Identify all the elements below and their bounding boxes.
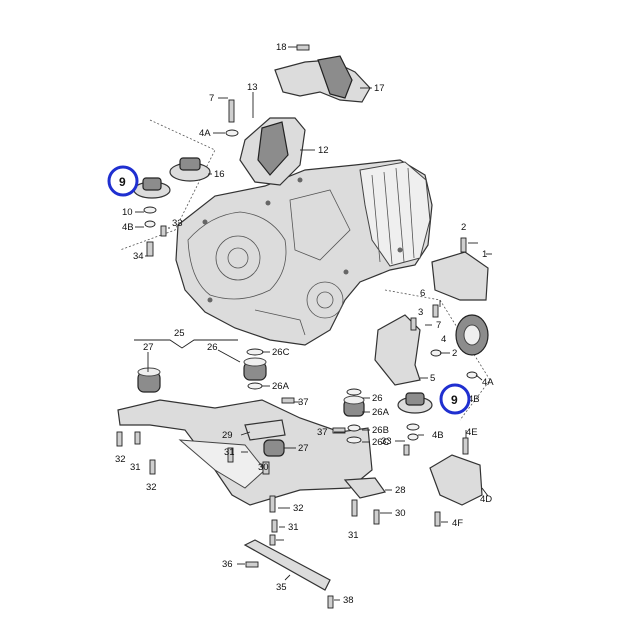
callout-4b-right: 4B bbox=[468, 394, 480, 405]
callout-29: 29 bbox=[222, 430, 233, 441]
callout-6: 6 bbox=[420, 288, 425, 299]
transmission-housing bbox=[175, 159, 433, 346]
bushing-26 bbox=[243, 357, 267, 381]
callout-36: 36 bbox=[222, 559, 233, 570]
callout-32-b: 32 bbox=[146, 482, 157, 493]
callout-26-mid: 26 bbox=[372, 393, 383, 404]
callout-31-d: 31 bbox=[348, 530, 359, 541]
callout-26b: 26B bbox=[372, 425, 389, 436]
bracket-28 bbox=[343, 477, 387, 499]
highlight-label-right: 9 bbox=[451, 393, 458, 407]
highlight-circle-right: 9 bbox=[439, 383, 471, 415]
callout-37-mid: 37 bbox=[317, 427, 328, 438]
callout-17: 17 bbox=[374, 83, 385, 94]
callout-18: 18 bbox=[276, 42, 287, 53]
highlight-circle-left: 9 bbox=[107, 165, 139, 197]
callout-37: 37 bbox=[298, 397, 309, 408]
strut-35 bbox=[243, 539, 331, 591]
callout-32-a: 32 bbox=[115, 454, 126, 465]
callout-3: 3 bbox=[418, 307, 423, 318]
callout-2-right: 2 bbox=[452, 348, 457, 359]
bracket-1 bbox=[431, 251, 489, 301]
callout-16: 16 bbox=[214, 169, 225, 180]
callout-10: 10 bbox=[122, 207, 133, 218]
bracket-12 bbox=[239, 117, 306, 186]
mount-9-right bbox=[397, 392, 433, 414]
callout-13: 13 bbox=[247, 82, 258, 93]
callout-7-right: 7 bbox=[436, 320, 441, 331]
callout-38: 38 bbox=[343, 595, 354, 606]
leader-lines bbox=[134, 46, 492, 601]
callout-34: 34 bbox=[133, 251, 144, 262]
callout-4b: 4B bbox=[122, 222, 134, 233]
callout-33: 33 bbox=[172, 218, 183, 229]
bracket-3 bbox=[374, 314, 421, 386]
callout-28: 28 bbox=[395, 485, 406, 496]
callout-4a: 4A bbox=[199, 128, 211, 139]
callout-1: 1 bbox=[482, 249, 487, 260]
callout-4b-lower: 4B bbox=[432, 430, 444, 441]
mount-16 bbox=[169, 157, 211, 182]
callout-35: 35 bbox=[276, 582, 287, 593]
callout-2: 2 bbox=[461, 222, 466, 233]
callout-31-a: 31 bbox=[130, 462, 141, 473]
callout-5: 5 bbox=[430, 373, 435, 384]
mount-9-left bbox=[133, 177, 171, 199]
callout-32-c: 32 bbox=[293, 503, 304, 514]
bracket-4d bbox=[429, 454, 483, 506]
callout-25: 25 bbox=[174, 328, 185, 339]
callout-4f: 4F bbox=[452, 518, 463, 529]
callout-26c: 26C bbox=[272, 347, 290, 358]
mount-4 bbox=[455, 314, 489, 356]
callout-31-c: 31 bbox=[288, 522, 299, 533]
bushing-27 bbox=[137, 367, 161, 393]
callout-33-lower: 33 bbox=[381, 436, 392, 447]
bushing-26-mid bbox=[343, 395, 365, 417]
callout-27-mid: 27 bbox=[298, 443, 309, 454]
callout-4d: 4D bbox=[480, 494, 492, 505]
callout-4e: 4E bbox=[466, 427, 478, 438]
callout-4a-right: 4A bbox=[482, 377, 494, 388]
callout-7: 7 bbox=[209, 93, 214, 104]
callout-30-c: 30 bbox=[395, 508, 406, 519]
heat-shield-17 bbox=[274, 55, 371, 103]
callout-26a-mid: 26A bbox=[372, 407, 390, 418]
callout-26c-mid: 26C bbox=[372, 437, 390, 448]
callout-12: 12 bbox=[318, 145, 329, 156]
callout-4: 4 bbox=[441, 334, 446, 345]
callout-27: 27 bbox=[143, 342, 154, 353]
highlight-label-left: 9 bbox=[119, 175, 126, 189]
callout-30: 30 bbox=[258, 462, 269, 473]
callout-26a: 26A bbox=[272, 381, 290, 392]
callout-26: 26 bbox=[207, 342, 218, 353]
callout-labels: 18 17 7 13 4A 12 16 10 4B 33 34 2 1 6 7 … bbox=[115, 42, 494, 606]
bushing-27-mid bbox=[263, 439, 285, 457]
callout-31: 31 bbox=[224, 447, 235, 458]
